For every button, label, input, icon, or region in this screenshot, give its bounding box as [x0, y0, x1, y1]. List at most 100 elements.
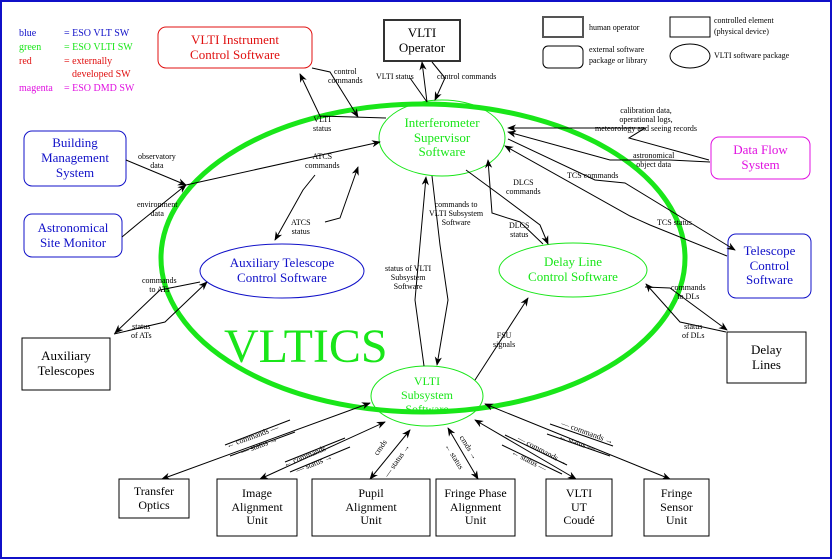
dataflow-box[interactable]: [710, 136, 811, 180]
edge-control-commands-instr: [311, 67, 359, 118]
edge-pau: [369, 429, 411, 480]
legend-green-key: green: [19, 42, 42, 53]
edge-vlti-status-op: [409, 61, 428, 103]
label-tcs-status: TCS status: [657, 218, 692, 227]
dl-box[interactable]: [726, 331, 807, 384]
legend-red-value: = externally: [64, 56, 113, 67]
edge-astro-object: [507, 130, 711, 163]
legend-vlti-sw: VLTI software package: [714, 51, 790, 60]
edge-bms-to-iss: [185, 140, 381, 186]
guide-line: [546, 433, 611, 457]
edge-environment-data: [121, 184, 187, 238]
label-calibration: calibration data,operational logs,meteor…: [595, 106, 697, 134]
asm-box[interactable]: [23, 213, 123, 258]
edge-atcs-commands: [274, 174, 316, 241]
legend-blue-key: blue: [19, 28, 37, 39]
edge-dlcs-status: [485, 159, 544, 245]
edge-status-of-ats: [113, 281, 208, 335]
edge-coude: [474, 419, 577, 480]
edge-observatory-data: [125, 159, 187, 186]
legend-red-value2: developed SW: [72, 69, 131, 80]
legend-controlled-1: controlled element: [714, 16, 774, 25]
edge-commands-to-ats: [114, 281, 201, 334]
guide-line: [289, 446, 351, 473]
tcs-box[interactable]: [727, 233, 812, 299]
legend-human-operator-shape: [542, 16, 584, 38]
guide-line: [501, 444, 563, 475]
guide-line: [284, 437, 346, 463]
vss-ellipse[interactable]: [370, 365, 484, 427]
fsu-box[interactable]: [643, 478, 710, 537]
edge-status-of-vss: [414, 176, 429, 367]
legend-controlled-element-shape: [669, 16, 711, 38]
label-control-commands-op: control commands: [437, 72, 497, 81]
atcs-ellipse[interactable]: [199, 243, 365, 299]
edge-control-commands-op: [431, 61, 446, 101]
legend-blue-value: = ESO VLT SW: [64, 28, 130, 39]
edge-calibration: [507, 124, 710, 161]
legend-controlled-2: (physical device): [714, 27, 769, 36]
legend-external-1: external software: [589, 45, 645, 54]
iss-ellipse[interactable]: [378, 99, 506, 177]
edge-status-of-dls: [645, 283, 727, 333]
edge-dlcs-commands: [465, 169, 549, 245]
legend-blue: blue: [19, 28, 36, 39]
edge-fpau: [447, 427, 479, 480]
vltics-title: VLTICS: [224, 320, 388, 373]
edge-iau: [259, 421, 386, 480]
edge-tcs-commands: [507, 138, 736, 251]
bms-box[interactable]: [23, 130, 127, 187]
legend-magenta-value: = ESO DMD SW: [64, 83, 135, 94]
legend-green-value: = ESO VLTI SW: [64, 42, 133, 53]
vlltics-boundary: [158, 101, 688, 415]
instrument-box[interactable]: [157, 26, 313, 69]
legend-red-key: red: [19, 56, 32, 67]
at-box[interactable]: [21, 337, 111, 391]
label-tcs-commands: TCS commands: [567, 171, 619, 180]
dlcs-ellipse[interactable]: [498, 242, 648, 298]
operator-box[interactable]: [383, 19, 461, 62]
legend-magenta-key: magenta: [19, 83, 53, 94]
guide-line: [549, 423, 614, 447]
transfer-box[interactable]: [118, 478, 190, 519]
guide-line: [504, 434, 568, 466]
legend-external-sw-shape: [542, 45, 584, 69]
edge-tcs-status: [504, 145, 728, 257]
guide-line: [229, 431, 296, 457]
label-vlti-status-op: VLTI status: [376, 72, 414, 81]
guide-line: [224, 419, 291, 446]
